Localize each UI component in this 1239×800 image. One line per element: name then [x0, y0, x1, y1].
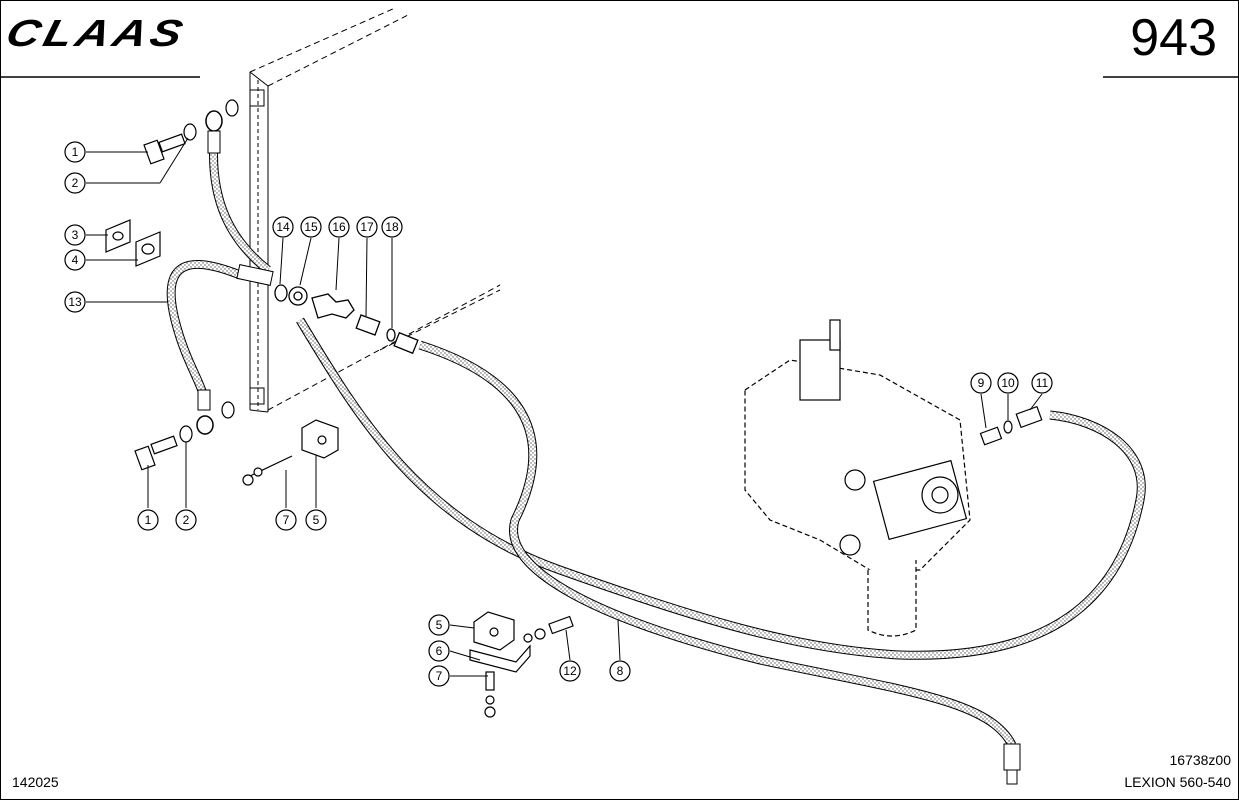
callout-6: 6 — [428, 640, 450, 662]
callout-label: 12 — [563, 664, 577, 678]
callout-12: 12 — [559, 660, 581, 682]
drawing-code: 16738z00 — [1169, 752, 1231, 768]
callout-3: 3 — [64, 224, 86, 246]
callout-13: 13 — [64, 291, 86, 313]
hardware-left — [105, 99, 239, 471]
callout-label: 4 — [72, 253, 79, 267]
bracket-bottom — [469, 611, 574, 718]
callout-1a: 1 — [64, 141, 86, 163]
callout-label: 16 — [332, 220, 346, 234]
callout-7b: 7 — [428, 665, 450, 687]
callout-4: 4 — [64, 249, 86, 271]
elbow-16 — [311, 293, 355, 319]
callout-2b: 2 — [175, 509, 197, 531]
callout-16: 16 — [328, 216, 350, 238]
callout-label: 17 — [360, 220, 374, 234]
callout-17: 17 — [356, 216, 378, 238]
callout-label: 15 — [304, 220, 318, 234]
callout-label: 10 — [1001, 376, 1015, 390]
callout-7a: 7 — [275, 509, 297, 531]
mounting-plate — [249, 7, 501, 413]
fittings-right — [979, 405, 1043, 446]
callout-5a: 5 — [305, 509, 327, 531]
hose-8-b — [418, 340, 1021, 785]
callout-label: 3 — [72, 228, 79, 242]
hose-upper — [205, 110, 271, 274]
callout-18: 18 — [381, 216, 403, 238]
leader-lines — [86, 137, 1043, 677]
callout-label: 7 — [436, 669, 443, 683]
callout-label: 1 — [145, 513, 152, 527]
callout-label: 5 — [313, 513, 320, 527]
callout-label: 9 — [978, 376, 985, 390]
banjo-bolt-upper — [143, 139, 165, 165]
callout-label: 13 — [68, 295, 82, 309]
callout-label: 5 — [436, 618, 443, 632]
hose-8-a — [296, 317, 1146, 660]
callout-15: 15 — [300, 216, 322, 238]
union-17 — [355, 314, 381, 336]
callout-10: 10 — [997, 372, 1019, 394]
callout-label: 11 — [1036, 376, 1049, 390]
hose-13 — [166, 260, 274, 435]
seal-14 — [274, 284, 288, 302]
callout-label: 18 — [385, 220, 399, 234]
callout-label: 8 — [617, 664, 624, 678]
callout-11: 11 — [1031, 372, 1053, 394]
callout-label: 2 — [72, 176, 79, 190]
callout-label: 1 — [72, 145, 79, 159]
adapter-9 — [979, 426, 1003, 446]
clamp-left — [242, 419, 339, 486]
seal-10 — [1003, 420, 1013, 434]
hose-end-11 — [1015, 405, 1043, 429]
callout-5b: 5 — [428, 614, 450, 636]
oring-18 — [386, 328, 396, 342]
banjo-bolt-lower — [134, 445, 156, 471]
footer-code: 142025 — [12, 774, 59, 790]
washer-lower — [179, 425, 193, 443]
model-name: LEXION 560-540 — [1124, 774, 1231, 790]
callouts: 1 2 3 4 13 14 15 16 17 18 1 2 7 5 9 10 1… — [64, 141, 1053, 687]
callout-label: 7 — [283, 513, 290, 527]
fittings-group — [274, 284, 419, 355]
callout-14: 14 — [272, 216, 294, 238]
callout-9: 9 — [970, 372, 992, 394]
callout-8: 8 — [609, 660, 631, 682]
washer-upper — [183, 123, 197, 141]
callout-label: 2 — [183, 513, 190, 527]
callout-2a: 2 — [64, 172, 86, 194]
callout-1b: 1 — [137, 509, 159, 531]
callout-label: 14 — [276, 220, 290, 234]
callout-label: 6 — [436, 644, 443, 658]
page-number: 943 — [1130, 9, 1217, 67]
hydraulic-pump — [744, 319, 971, 637]
